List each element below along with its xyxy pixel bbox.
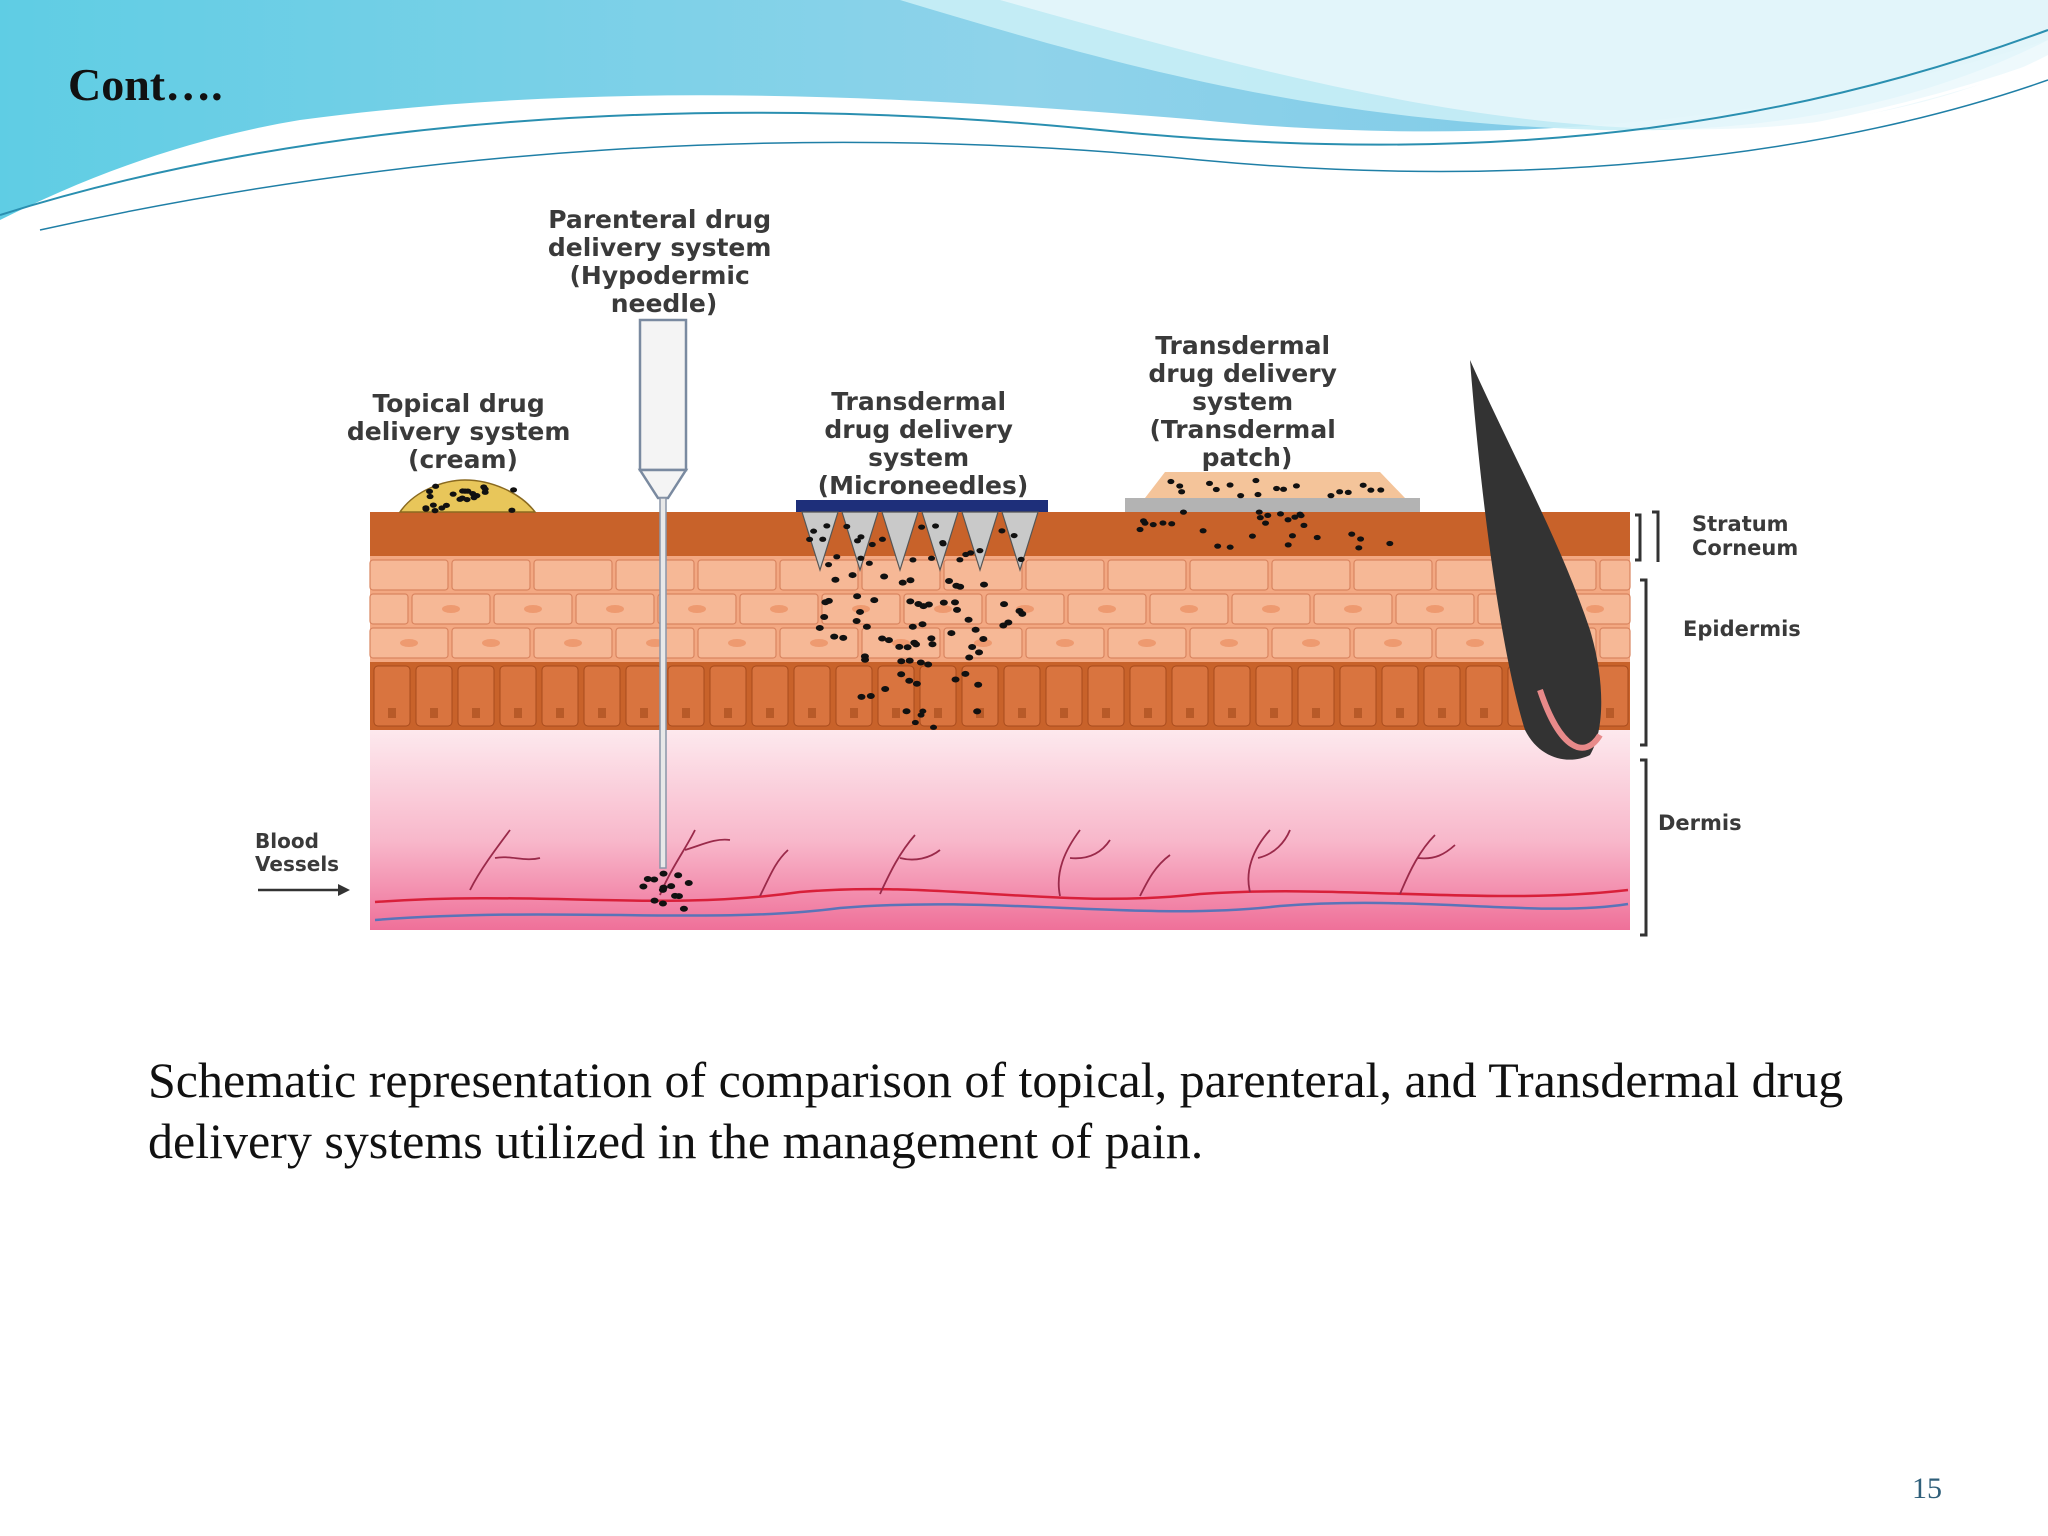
hypodermic-needle — [637, 318, 689, 869]
topical-cream — [398, 479, 537, 513]
label-topical: Topical drug delivery system (cream) — [347, 389, 579, 474]
microneedle-drug-particles — [806, 523, 1027, 730]
label-parenteral: Parenteral drug delivery system (Hypoder… — [548, 205, 780, 318]
page-number: 15 — [1912, 1472, 1942, 1505]
hair-follicle — [1470, 360, 1603, 760]
layer-brackets — [1635, 510, 1660, 937]
blood-vessels-arrow — [258, 884, 350, 896]
label-stratum-corneum: Stratum Corneum — [1692, 512, 1798, 560]
injected-drug-particles — [639, 870, 693, 912]
dermis-layer — [370, 730, 1630, 930]
header-wave-decoration — [0, 0, 2048, 231]
label-dermis: Dermis — [1658, 811, 1742, 835]
transdermal-patch — [1125, 472, 1420, 512]
basal-cell-layer — [370, 662, 1630, 730]
cream-drug-particles — [422, 483, 518, 514]
label-transdermal-patch: Transdermal drug delivery system (Transd… — [1148, 331, 1345, 472]
epidermis-cells — [369, 559, 1631, 659]
slide-title: Cont…. — [68, 59, 223, 110]
blood-vessels — [374, 829, 1629, 922]
skin-drug-delivery-diagram: Topical drug delivery system (cream) Par… — [255, 205, 1801, 937]
label-microneedles: Transdermal drug delivery system (Micron… — [818, 387, 1029, 500]
stratum-corneum-layer — [370, 512, 1630, 556]
patch-drug-particles — [1136, 477, 1394, 551]
label-epidermis: Epidermis — [1683, 617, 1801, 641]
label-blood-vessels: Blood Vessels — [255, 829, 339, 876]
slide-caption: Schematic representation of comparison o… — [148, 1052, 1844, 1169]
